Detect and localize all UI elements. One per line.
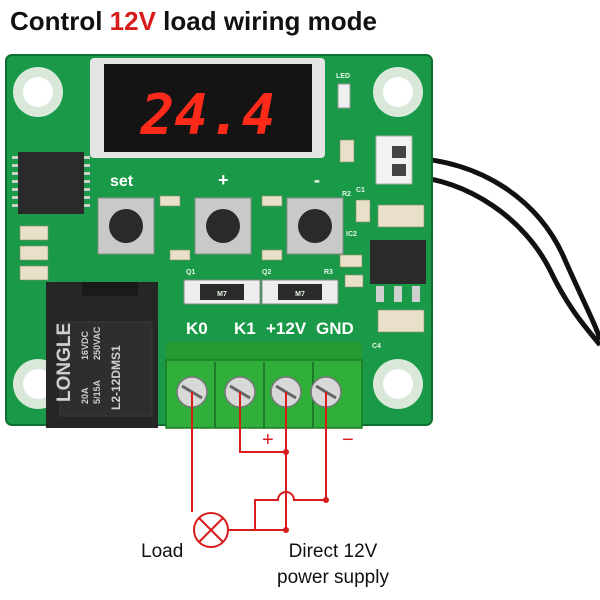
- diode-q1: M7: [183, 279, 261, 305]
- q2-label: Q2: [262, 269, 271, 276]
- relay: [46, 282, 158, 428]
- mounting-hole-top-left: [13, 67, 63, 117]
- terminal-label-gnd: GND: [316, 319, 354, 338]
- relay-brand: LONGLE: [54, 323, 75, 402]
- diode-q1-marking: M7: [217, 291, 227, 298]
- title-highlight: 12V: [109, 6, 156, 36]
- minus-button[interactable]: [286, 197, 344, 255]
- c4-label: C4: [372, 343, 381, 350]
- minus-label: -: [314, 170, 320, 190]
- sensor-cable: [407, 155, 600, 341]
- wire-gnd-crossover: [254, 392, 327, 530]
- regulator-pin-2: [394, 286, 402, 302]
- c1-label: C1: [356, 187, 365, 194]
- page-title: Control 12V load wiring mode: [10, 6, 377, 37]
- load-label: Load: [141, 541, 183, 562]
- mounting-hole-bottom-right: [373, 359, 423, 409]
- diode-q2: M7: [261, 279, 339, 305]
- r2-label: R2: [342, 191, 351, 198]
- status-led: [337, 83, 351, 109]
- diode-q2-marking: M7: [295, 291, 305, 298]
- temperature-readout: 24.4: [140, 83, 276, 148]
- display-screen: [104, 64, 312, 152]
- voltage-regulator: [370, 240, 426, 284]
- mounting-hole-top-right: [373, 67, 423, 117]
- minus-sign: −: [342, 429, 354, 451]
- r3-label: R3: [324, 269, 333, 276]
- terminal-label-12v: +12V: [266, 319, 307, 338]
- regulator-pin-3: [412, 286, 420, 302]
- relay-rating-1: 20A: [80, 387, 90, 404]
- relay-model: L2-12DMS1: [109, 345, 123, 410]
- sensor-pin-1: [392, 146, 406, 158]
- smd-components: [19, 139, 425, 333]
- wire-k1-to-12v: [239, 392, 286, 453]
- wiring-lines: [191, 392, 327, 531]
- supply-label-line1: Direct 12V: [289, 541, 378, 562]
- supply-label-line2: power supply: [277, 567, 389, 588]
- microcontroller-chip: [18, 152, 84, 214]
- set-label: set: [110, 173, 134, 190]
- terminal-label-k1: K1: [234, 319, 256, 338]
- led-label: LED: [336, 73, 350, 80]
- chip-pins: [12, 156, 90, 207]
- relay-rating-2: 5/15A: [92, 379, 102, 404]
- title-prefix: Control: [10, 6, 110, 36]
- relay-rating-4: 250VAC: [92, 326, 102, 360]
- sensor-cable-2: [407, 173, 600, 347]
- title-suffix: load wiring mode: [155, 6, 377, 36]
- plus-label: +: [218, 170, 229, 190]
- terminal-label-k0: K0: [186, 319, 208, 338]
- sensor-connector: [375, 135, 413, 185]
- q1-label: Q1: [186, 269, 195, 276]
- regulator-pin-1: [376, 286, 384, 302]
- set-button[interactable]: [97, 197, 155, 255]
- wiring-junctions: [283, 449, 329, 533]
- plus-button[interactable]: [194, 197, 252, 255]
- relay-rating-3: 16VDC: [80, 330, 90, 360]
- plus-sign: +: [262, 429, 274, 451]
- ic2-label: IC2: [346, 231, 357, 238]
- load-symbol: [193, 512, 229, 548]
- sensor-pin-2: [392, 164, 406, 176]
